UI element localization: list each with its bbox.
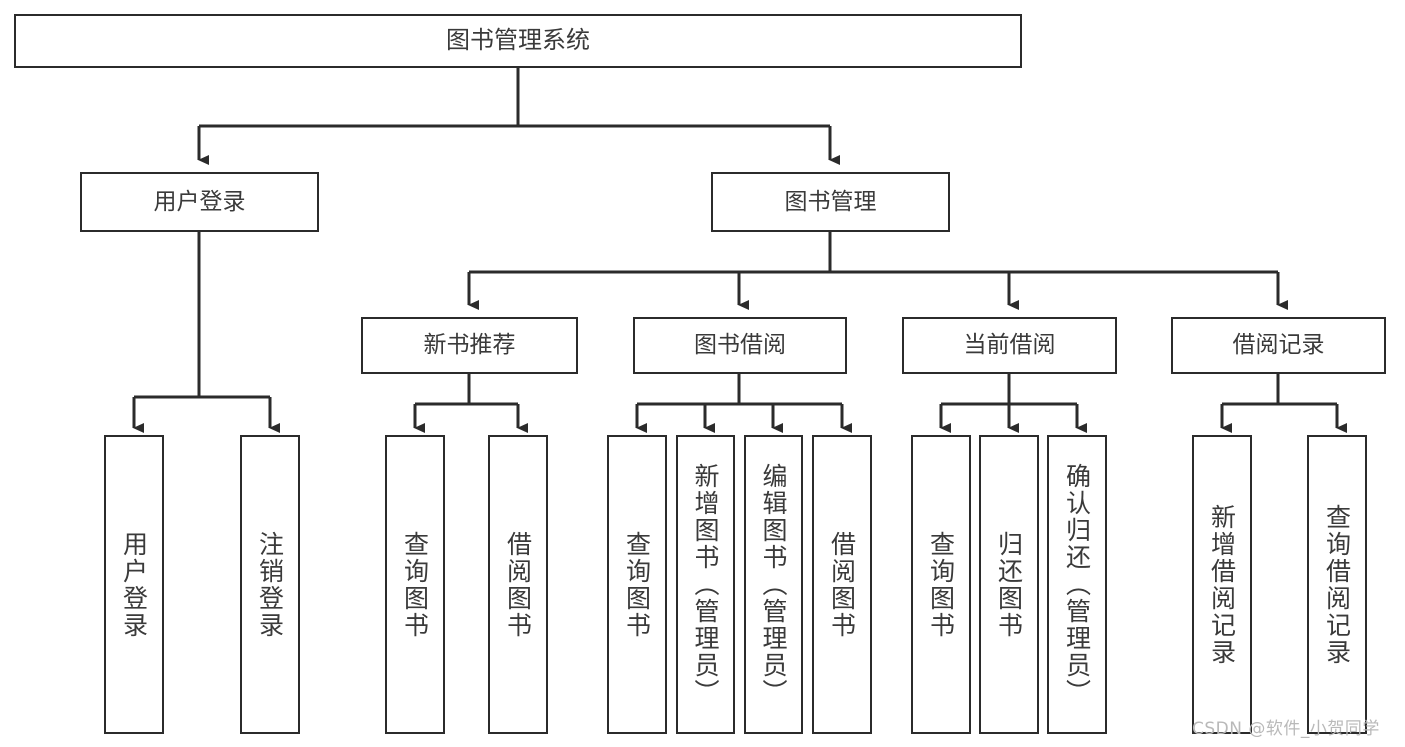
node-label: 查询图书: [926, 530, 956, 639]
watermark-text: CSDN @软件_小贺同学: [1192, 719, 1380, 739]
node-label: 编辑图书（管理员）: [759, 463, 788, 706]
node-label: 用户登录: [153, 188, 246, 215]
node-leaf-add-book[interactable]: 新增图书（管理员）: [676, 435, 735, 734]
node-borrow-record[interactable]: 借阅记录: [1171, 317, 1386, 374]
node-leaf-borrow-book[interactable]: 借阅图书: [812, 435, 872, 734]
node-leaf-edit-book[interactable]: 编辑图书（管理员）: [744, 435, 803, 734]
node-label: 新增借阅记录: [1207, 503, 1237, 666]
node-label: 图书管理: [784, 188, 877, 215]
node-label: 图书管理系统: [446, 26, 590, 55]
node-label: 新书推荐: [423, 332, 516, 359]
node-label: 用户登录: [119, 530, 149, 639]
node-label: 查询图书: [400, 530, 430, 639]
node-leaf-borrow-book-recommend[interactable]: 借阅图书: [488, 435, 548, 734]
node-label: 查询借阅记录: [1322, 503, 1352, 666]
node-book-manage[interactable]: 图书管理: [711, 172, 950, 232]
node-user-login[interactable]: 用户登录: [80, 172, 319, 232]
node-label: 确认归还（管理员）: [1062, 463, 1092, 706]
node-leaf-logout-login[interactable]: 注销登录: [240, 435, 300, 734]
node-leaf-query-borrow-record[interactable]: 查询借阅记录: [1307, 435, 1367, 734]
node-label: 借阅图书: [827, 530, 857, 639]
node-current-borrow[interactable]: 当前借阅: [902, 317, 1117, 374]
node-label: 注销登录: [255, 530, 285, 639]
node-book-borrow[interactable]: 图书借阅: [633, 317, 847, 374]
node-label: 当前借阅: [963, 332, 1056, 359]
node-new-book-recommend[interactable]: 新书推荐: [361, 317, 578, 374]
node-label: 借阅记录: [1232, 332, 1325, 359]
node-label: 查询图书: [622, 530, 652, 639]
node-leaf-confirm-return[interactable]: 确认归还（管理员）: [1047, 435, 1107, 734]
node-label: 借阅图书: [503, 530, 533, 639]
node-leaf-return-book[interactable]: 归还图书: [979, 435, 1039, 734]
node-label: 图书借阅: [694, 332, 786, 359]
node-label: 归还图书: [994, 530, 1024, 639]
node-root-book-management-system[interactable]: 图书管理系统: [14, 14, 1022, 68]
node-label: 新增图书（管理员）: [691, 463, 720, 706]
node-leaf-query-book-current[interactable]: 查询图书: [911, 435, 971, 734]
node-leaf-query-book-borrow[interactable]: 查询图书: [607, 435, 667, 734]
node-leaf-user-login[interactable]: 用户登录: [104, 435, 164, 734]
node-leaf-query-book-recommend[interactable]: 查询图书: [385, 435, 445, 734]
node-leaf-add-borrow-record[interactable]: 新增借阅记录: [1192, 435, 1252, 734]
